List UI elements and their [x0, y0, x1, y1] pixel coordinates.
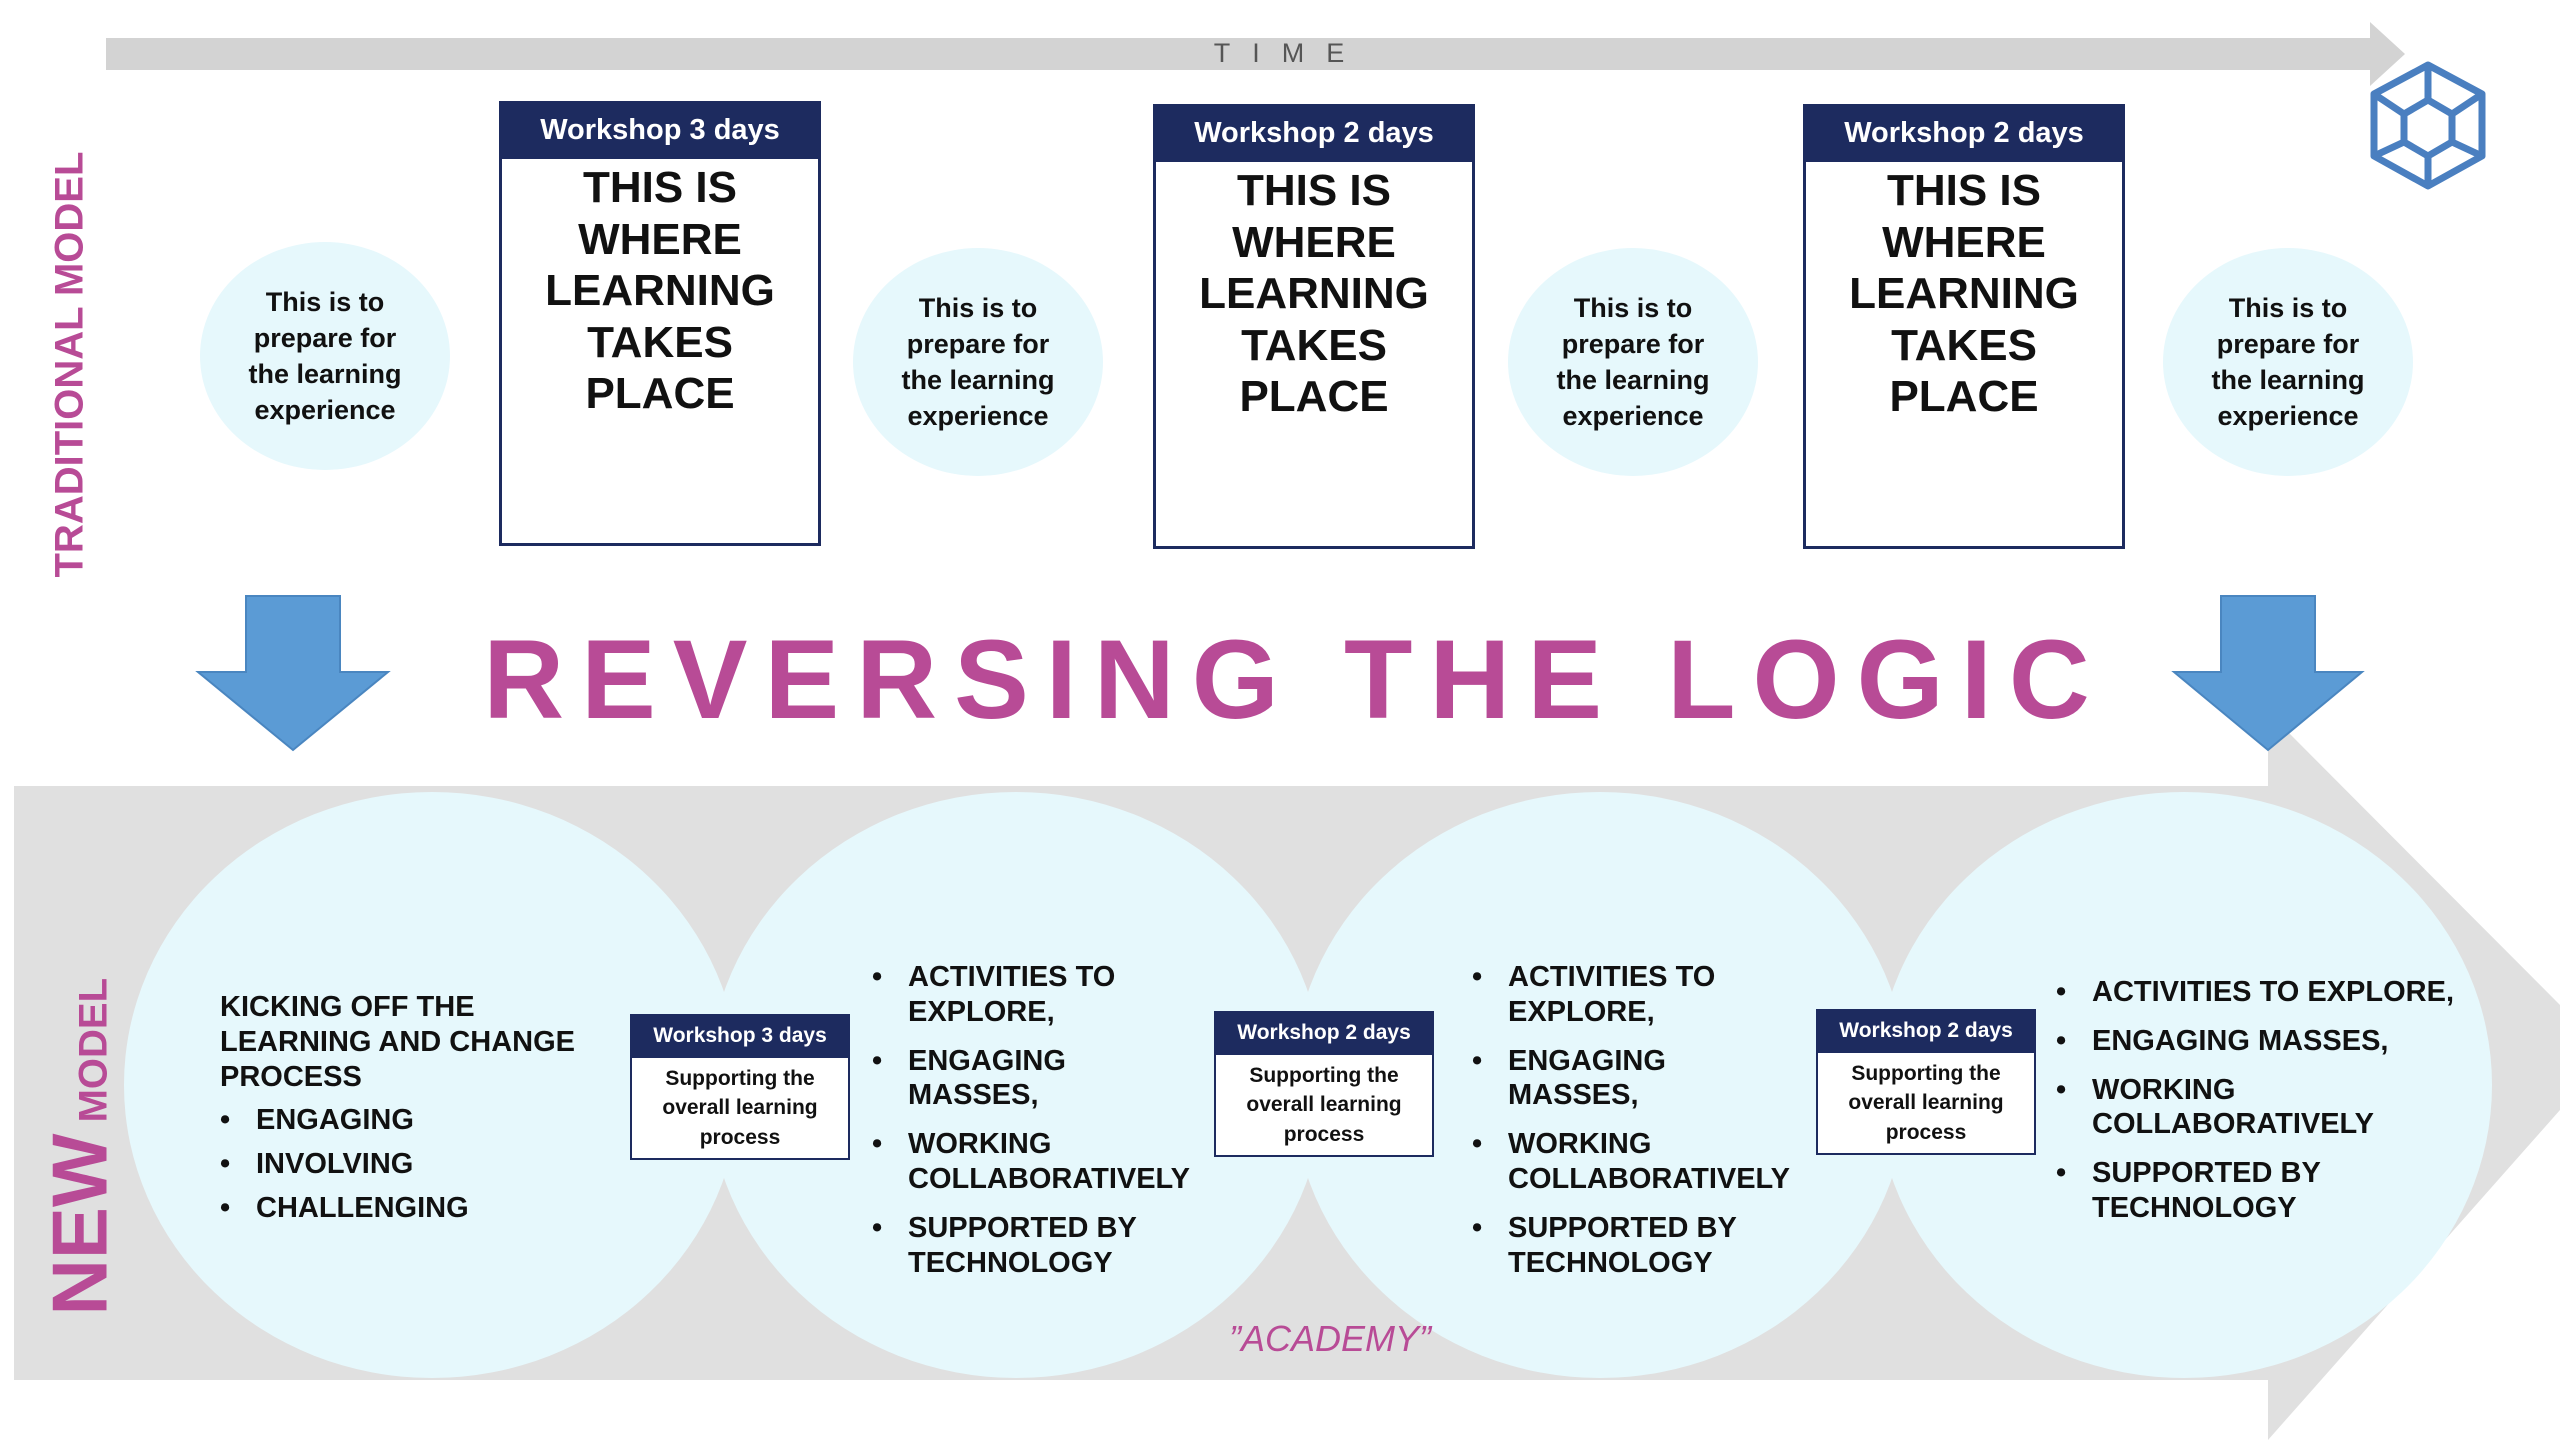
down-arrow-right: [2171, 595, 2365, 752]
list-item: WORKING COLLABORATIVELY: [1472, 1127, 1802, 1197]
activities-list-1: ACTIVITIES TO EXPLORE, ENGAGING MASSES, …: [872, 960, 1202, 1280]
prep-circle-4: This is to prepare for the learning expe…: [2163, 248, 2413, 476]
workshop-title: Workshop 3 days: [499, 101, 821, 159]
list-item: CHALLENGING: [220, 1191, 610, 1226]
workshop-body-text: Supporting the overall learning process: [1246, 1063, 1402, 1146]
time-arrow: [106, 22, 2405, 86]
list-item: ACTIVITIES TO EXPLORE,: [872, 960, 1202, 1030]
time-label: TIME: [1213, 38, 1367, 68]
workshop-title: Workshop 2 days: [1153, 104, 1475, 162]
list-item: ACTIVITIES TO EXPLORE,: [2056, 975, 2456, 1010]
kickoff-list: ENGAGING INVOLVING CHALLENGING: [220, 1103, 610, 1225]
list-item: ENGAGING MASSES,: [1472, 1044, 1802, 1114]
new-label-big: NEW: [35, 1133, 124, 1316]
activities-ul: ACTIVITIES TO EXPLORE, ENGAGING MASSES, …: [2056, 975, 2456, 1226]
kickoff-block: KICKING OFF THE LEARNING AND CHANGE PROC…: [220, 990, 610, 1226]
prep-circle-3: This is to prepare for the learning expe…: [1508, 248, 1758, 476]
traditional-model-label: TRADITIONAL MODEL: [47, 151, 92, 578]
workshop-title: Workshop 2 days: [1214, 1011, 1434, 1055]
hexagon-cube-icon: [2370, 61, 2486, 190]
list-item: WORKING COLLABORATIVELY: [872, 1127, 1202, 1197]
list-item: SUPPORTED BY TECHNOLOGY: [1472, 1211, 1802, 1281]
workshop-body: Supporting the overall learning process: [1816, 1053, 2036, 1155]
list-item: INVOLVING: [220, 1147, 610, 1182]
prep-text: This is to prepare for the learning expe…: [901, 292, 1055, 432]
workshop-body: Supporting the overall learning process: [1214, 1055, 1434, 1157]
list-item: WORKING COLLABORATIVELY: [2056, 1073, 2456, 1143]
list-item: SUPPORTED BY TECHNOLOGY: [872, 1211, 1202, 1281]
list-item: ENGAGING: [220, 1103, 610, 1138]
prep-text: This is to prepare for the learning expe…: [1556, 292, 1710, 432]
prep-circle-1: This is to prepare for the learning expe…: [200, 242, 450, 470]
workshop-body-text: THIS IS WHERE LEARNING TAKES PLACE: [545, 163, 775, 419]
new-label-small: MODEL: [71, 977, 116, 1123]
list-item: SUPPORTED BY TECHNOLOGY: [2056, 1156, 2456, 1226]
activities-list-3: ACTIVITIES TO EXPLORE, ENGAGING MASSES, …: [2056, 975, 2456, 1226]
activities-ul: ACTIVITIES TO EXPLORE, ENGAGING MASSES, …: [1472, 960, 1802, 1280]
workshop-title: Workshop 2 days: [1816, 1009, 2036, 1053]
workshop-body-text: THIS IS WHERE LEARNING TAKES PLACE: [1199, 166, 1429, 422]
workshop-title: Workshop 3 days: [630, 1014, 850, 1058]
prep-text: This is to prepare for the learning expe…: [2211, 292, 2365, 432]
list-item: ACTIVITIES TO EXPLORE,: [1472, 960, 1802, 1030]
workshop-box-3: Workshop 2 days THIS IS WHERE LEARNING T…: [1803, 104, 2125, 550]
workshop-title: Workshop 2 days: [1803, 104, 2125, 162]
prep-circle-2: This is to prepare for the learning expe…: [853, 248, 1103, 476]
support-workshop-box-2: Workshop 2 days Supporting the overall l…: [1214, 1011, 1434, 1159]
workshop-body: THIS IS WHERE LEARNING TAKES PLACE: [499, 159, 821, 546]
list-item: ENGAGING MASSES,: [2056, 1024, 2456, 1059]
workshop-box-2: Workshop 2 days THIS IS WHERE LEARNING T…: [1153, 104, 1475, 550]
academy-label: ”ACADEMY”: [1228, 1318, 1431, 1359]
new-model-label: NEW MODEL: [35, 956, 126, 1316]
workshop-body: THIS IS WHERE LEARNING TAKES PLACE: [1803, 162, 2125, 549]
workshop-box-1: Workshop 3 days THIS IS WHERE LEARNING T…: [499, 101, 821, 547]
activities-list-2: ACTIVITIES TO EXPLORE, ENGAGING MASSES, …: [1472, 960, 1802, 1280]
phase-circle-1: [124, 792, 740, 1378]
prep-text: This is to prepare for the learning expe…: [248, 286, 402, 426]
activities-ul: ACTIVITIES TO EXPLORE, ENGAGING MASSES, …: [872, 960, 1202, 1280]
workshop-body-text: THIS IS WHERE LEARNING TAKES PLACE: [1849, 166, 2079, 422]
support-workshop-box-1: Workshop 3 days Supporting the overall l…: [630, 1014, 850, 1162]
list-item: ENGAGING MASSES,: [872, 1044, 1202, 1114]
workshop-body-text: Supporting the overall learning process: [662, 1066, 818, 1149]
down-arrow-left: [195, 595, 391, 752]
main-title: REVERSING THE LOGIC: [483, 617, 2107, 742]
support-workshop-box-3: Workshop 2 days Supporting the overall l…: [1816, 1009, 2036, 1157]
workshop-body: Supporting the overall learning process: [630, 1058, 850, 1160]
workshop-body-text: Supporting the overall learning process: [1848, 1061, 2004, 1144]
kickoff-heading: KICKING OFF THE LEARNING AND CHANGE PROC…: [220, 991, 575, 1093]
workshop-body: THIS IS WHERE LEARNING TAKES PLACE: [1153, 162, 1475, 549]
